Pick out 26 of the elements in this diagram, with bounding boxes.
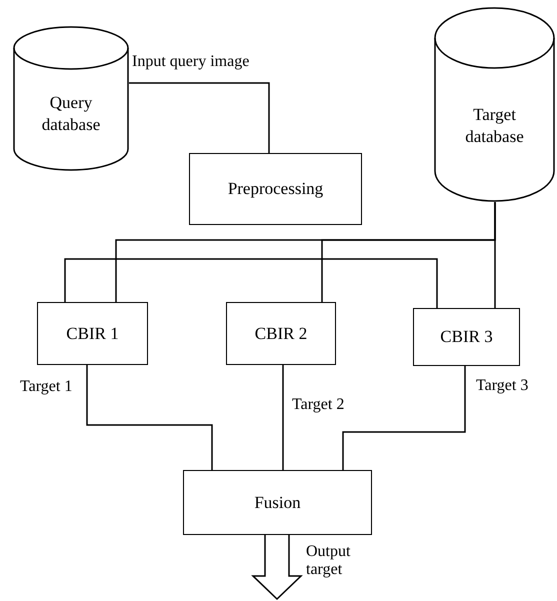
- connector-line: [64, 258, 438, 308]
- process-box: [37, 302, 148, 365]
- database-cylinder: [434, 7, 555, 202]
- connector-line: [129, 82, 270, 153]
- node-label: Target database: [464, 104, 525, 148]
- block-arrow: [251, 534, 303, 600]
- node-label: Query database: [40, 92, 102, 136]
- database-cylinder: [13, 26, 129, 171]
- process-box: [189, 153, 362, 225]
- node-label: CBIR 1: [65, 322, 120, 344]
- edge-label: Target 2: [292, 395, 344, 415]
- process-box: [413, 308, 520, 366]
- connector-line: [494, 202, 496, 308]
- node-label: CBIR 2: [254, 322, 308, 344]
- process-box: [183, 470, 372, 535]
- node-label: Fusion: [253, 492, 302, 514]
- connector-line: [282, 365, 284, 470]
- connector-line: [342, 366, 466, 470]
- connector-line: [86, 365, 213, 470]
- process-box: [226, 302, 336, 365]
- node-label: Preprocessing: [226, 178, 324, 200]
- edge-label: Output target: [306, 543, 352, 579]
- edge-label: Target 3: [476, 376, 528, 396]
- node-label: CBIR 3: [439, 326, 494, 348]
- edge-label: Input query image: [132, 52, 250, 72]
- edge-label: Target 1: [20, 377, 72, 397]
